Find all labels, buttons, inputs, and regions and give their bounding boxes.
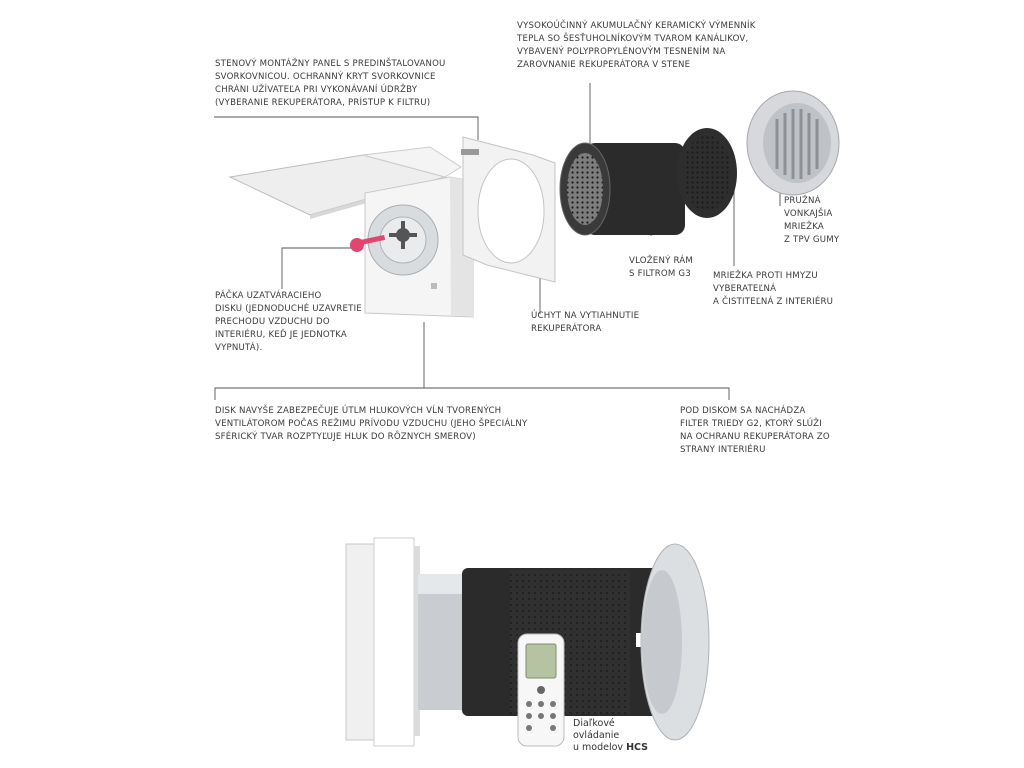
- exploded-view-illustration: [228, 90, 840, 318]
- remote-caption: Diaľkové ovládanie u modelov HCS: [573, 718, 648, 754]
- remote-caption-line1: Diaľkové: [573, 718, 615, 729]
- leader-wall-panel: [214, 116, 479, 140]
- leader-g2-filter: [424, 387, 730, 400]
- disk-star: [389, 221, 417, 249]
- label-pull-grip: ÚCHYT NA VYTIAHNUTIE REKUPERÁTORA: [531, 311, 640, 334]
- leader-disk-noise: [214, 322, 425, 400]
- insect-mesh: [677, 128, 737, 218]
- outer-cap: [640, 543, 710, 741]
- outer-grille: [746, 90, 840, 196]
- label-wall-panel: STENOVÝ MONTÁŽNY PANEL S PREDINŠTALOVANO…: [215, 59, 446, 108]
- label-insect-mesh: MRIEŽKA PROTI HMYZU VYBERATEĽNÁ A ČISTIT…: [713, 271, 834, 307]
- label-g2-filter: POD DISKOM SA NACHÁDZA FILTER TRIEDY G2,…: [680, 406, 830, 455]
- wall-frame: [461, 136, 556, 283]
- assembled-unit-illustration: [345, 537, 710, 747]
- label-filter-frame: VLOŽENÝ RÁM S FILTROM G3: [629, 256, 693, 279]
- remote-caption-line3: u modelov: [573, 742, 627, 753]
- leader-lever: [281, 247, 361, 289]
- heat-exchanger-cylinder: [559, 142, 685, 236]
- label-lever: PÁČKA UZATVÁRACIEHO DISKU (JEDNODUCHÉ UZ…: [215, 291, 362, 353]
- lever-handle: [350, 234, 386, 252]
- remote-caption-model: HCS: [626, 742, 649, 753]
- label-outer-grille: PRUŽNÁ VONKAJŠIA MRIEŽKA Z TPV GUMY: [784, 196, 840, 245]
- label-disk-noise: DISK NAVYŠE ZABEZPEČUJE ÚTLM HLUKOVÝCH V…: [215, 406, 528, 442]
- indoor-unit: [364, 176, 474, 318]
- remote-caption-line2: ovládanie: [573, 730, 620, 741]
- remote-control: [517, 633, 565, 747]
- label-heat-exchanger: VYSOKOÚČINNÝ AKUMULAČNÝ KERAMICKÝ VÝMENN…: [517, 21, 756, 70]
- indoor-panel: [345, 537, 420, 747]
